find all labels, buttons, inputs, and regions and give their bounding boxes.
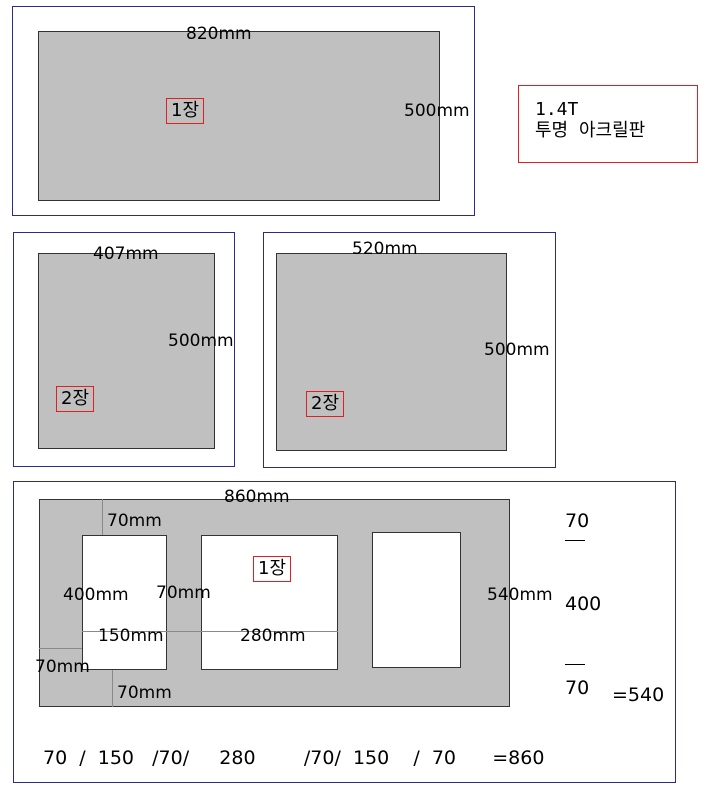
- panel-2-height-label: 500mm: [168, 331, 234, 351]
- panel-3-count-tag: 2장: [306, 391, 345, 417]
- bottom-margin-guide: [112, 670, 113, 707]
- panel-4-opening-1: [82, 535, 167, 670]
- left-margin-guide: [39, 648, 82, 649]
- horizontal-sum: 70 / 150 /70/ 280 /70/ 150 / 70 =860: [43, 747, 545, 769]
- panel-2-sheet: [38, 253, 215, 449]
- vertical-sum-bottom: 70: [565, 677, 590, 699]
- panel-1-count-tag: 1장: [166, 98, 205, 124]
- top-margin-guide: [102, 499, 103, 535]
- panel-4-top-margin-label: 70mm: [107, 511, 162, 531]
- panel-4-height-label: 540mm: [487, 585, 553, 605]
- panel-4-count-tag: 1장: [253, 556, 292, 582]
- panel-4-opening-3: [372, 532, 461, 668]
- panel-3-sheet: [276, 253, 507, 451]
- panel-4-gap-label: 70mm: [156, 583, 211, 603]
- panel-4-opening-height-label: 400mm: [63, 585, 129, 605]
- panel-3-height-label: 500mm: [484, 340, 550, 360]
- panel-4-opening-2-width-label: 280mm: [240, 626, 306, 646]
- vertical-sum-divider-2: [565, 664, 585, 665]
- panel-3-width-label: 520mm: [352, 239, 418, 259]
- panel-2-count-tag: 2장: [56, 386, 95, 412]
- material-note: 1.4T 투명 아크릴판: [518, 85, 698, 163]
- panel-1-width-label: 820mm: [186, 24, 252, 44]
- panel-4-left-margin-label: 70mm: [35, 657, 90, 677]
- panel-1-height-label: 500mm: [404, 101, 470, 121]
- vertical-sum-middle: 400: [565, 593, 602, 615]
- panel-4-width-label: 860mm: [224, 487, 290, 507]
- vertical-sum-total: =540: [612, 684, 665, 706]
- panel-2-width-label: 407mm: [93, 244, 159, 264]
- vertical-sum-top: 70: [565, 510, 590, 532]
- panel-4-opening-1-width-label: 150mm: [98, 626, 164, 646]
- panel-4-bottom-margin-label: 70mm: [117, 683, 172, 703]
- vertical-sum-divider-1: [565, 540, 585, 541]
- opening-width-guide: [82, 631, 338, 632]
- panel-4-opening-2: [201, 535, 338, 670]
- panel-1-sheet: [38, 31, 440, 201]
- material-thickness: 1.4T: [535, 99, 579, 120]
- material-type: 투명 아크릴판: [535, 120, 646, 141]
